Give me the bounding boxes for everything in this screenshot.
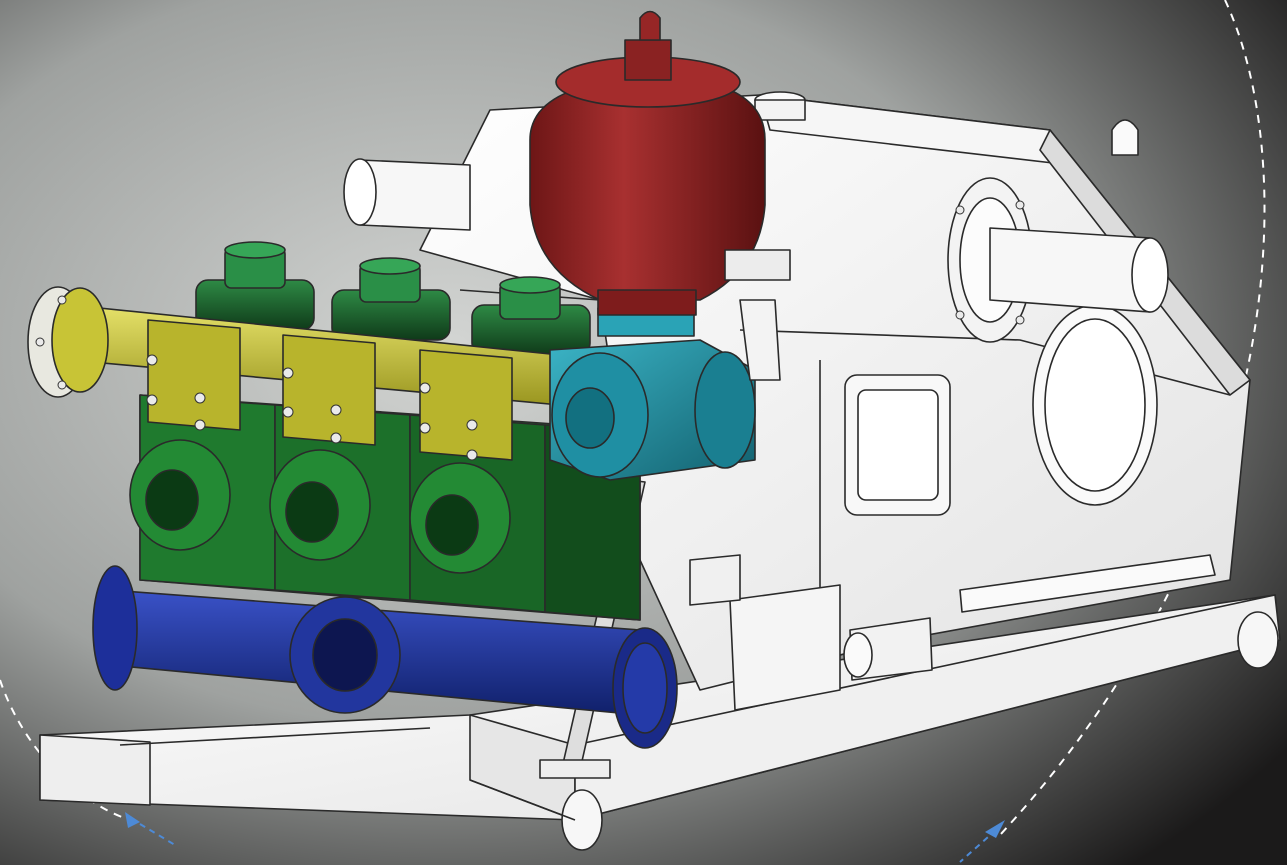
dampener-lift-eye bbox=[639, 10, 661, 41]
manifold-clamp-3 bbox=[419, 349, 513, 461]
bolts bbox=[35, 200, 1025, 461]
manifold-clamp-2 bbox=[282, 334, 376, 446]
module-flange-1 bbox=[129, 439, 231, 551]
rotation-arc bbox=[999, 0, 1266, 836]
lube-box bbox=[729, 584, 841, 711]
module-flange-2 bbox=[269, 449, 371, 561]
valve-cover-2 bbox=[331, 257, 451, 341]
arrow-left-icon bbox=[125, 812, 176, 846]
pinion-shaft bbox=[989, 227, 1151, 313]
valve-covers bbox=[195, 241, 591, 356]
pulsation-dampener bbox=[529, 10, 766, 316]
valve-cover-1 bbox=[195, 241, 315, 331]
manifold-clamp-1 bbox=[147, 319, 241, 431]
fluid-end-modules bbox=[129, 394, 641, 621]
cross-side-flange bbox=[694, 351, 756, 469]
lifting-eye bbox=[1111, 119, 1139, 156]
discharge-cross bbox=[549, 307, 756, 481]
suction-manifold bbox=[92, 565, 678, 749]
valve-cover-3 bbox=[471, 276, 591, 356]
relief-valve bbox=[724, 249, 791, 381]
discharge-manifold bbox=[27, 286, 561, 461]
module-flange-3 bbox=[409, 462, 511, 574]
arrow-right-icon bbox=[959, 820, 1005, 863]
